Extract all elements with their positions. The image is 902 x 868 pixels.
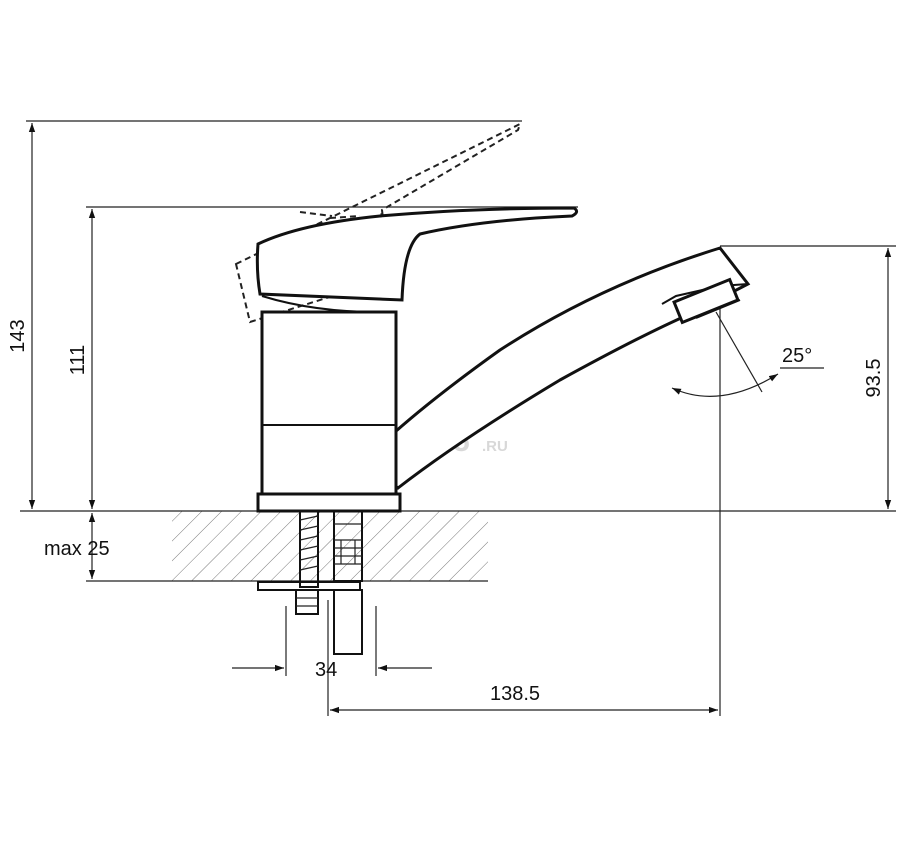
dim-text-143: 143	[7, 319, 29, 352]
dim-text-34: 34	[315, 659, 337, 681]
extension-lines	[20, 120, 896, 716]
dimension-lines	[28, 123, 892, 714]
dim-text-25-deg: 25°	[782, 345, 812, 367]
mounting-hardware	[257, 510, 363, 655]
countertop	[172, 510, 488, 582]
dim-text-111: 111	[67, 345, 89, 375]
watermark-suffix: .RU	[482, 438, 508, 455]
faucet-body	[255, 206, 751, 513]
dim-text-max25: max 25	[44, 538, 110, 560]
angle-indicator	[671, 311, 824, 397]
dim-text-93-5: 93.5	[863, 359, 885, 398]
dim-text-138-5: 138.5	[490, 683, 540, 705]
